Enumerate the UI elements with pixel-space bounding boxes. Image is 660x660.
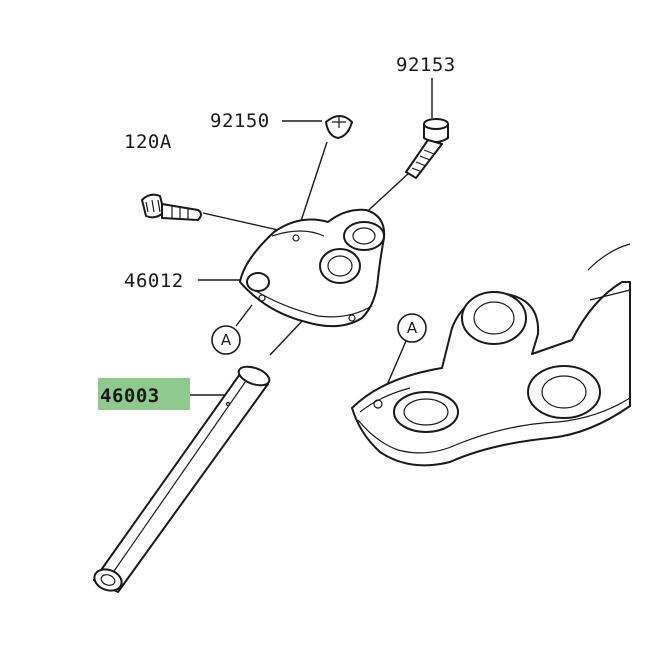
label-46012: 46012 xyxy=(124,270,184,292)
label-46003-highlight xyxy=(98,378,190,410)
bolt-120a xyxy=(141,193,202,221)
callout-a-left: A xyxy=(211,325,241,355)
label-120a: 120A xyxy=(124,131,172,153)
label-46003: 46003 xyxy=(100,385,160,407)
callout-a-right: A xyxy=(397,313,427,343)
svg-text:A: A xyxy=(407,319,418,337)
label-92150: 92150 xyxy=(210,110,270,132)
tube-46003 xyxy=(93,365,271,593)
triple-clamp xyxy=(351,243,631,467)
screw-92150 xyxy=(325,115,353,139)
label-92153: 92153 xyxy=(396,54,456,76)
bracket-46012 xyxy=(239,208,386,328)
bolt-92153 xyxy=(405,118,449,179)
svg-text:A: A xyxy=(221,331,232,349)
